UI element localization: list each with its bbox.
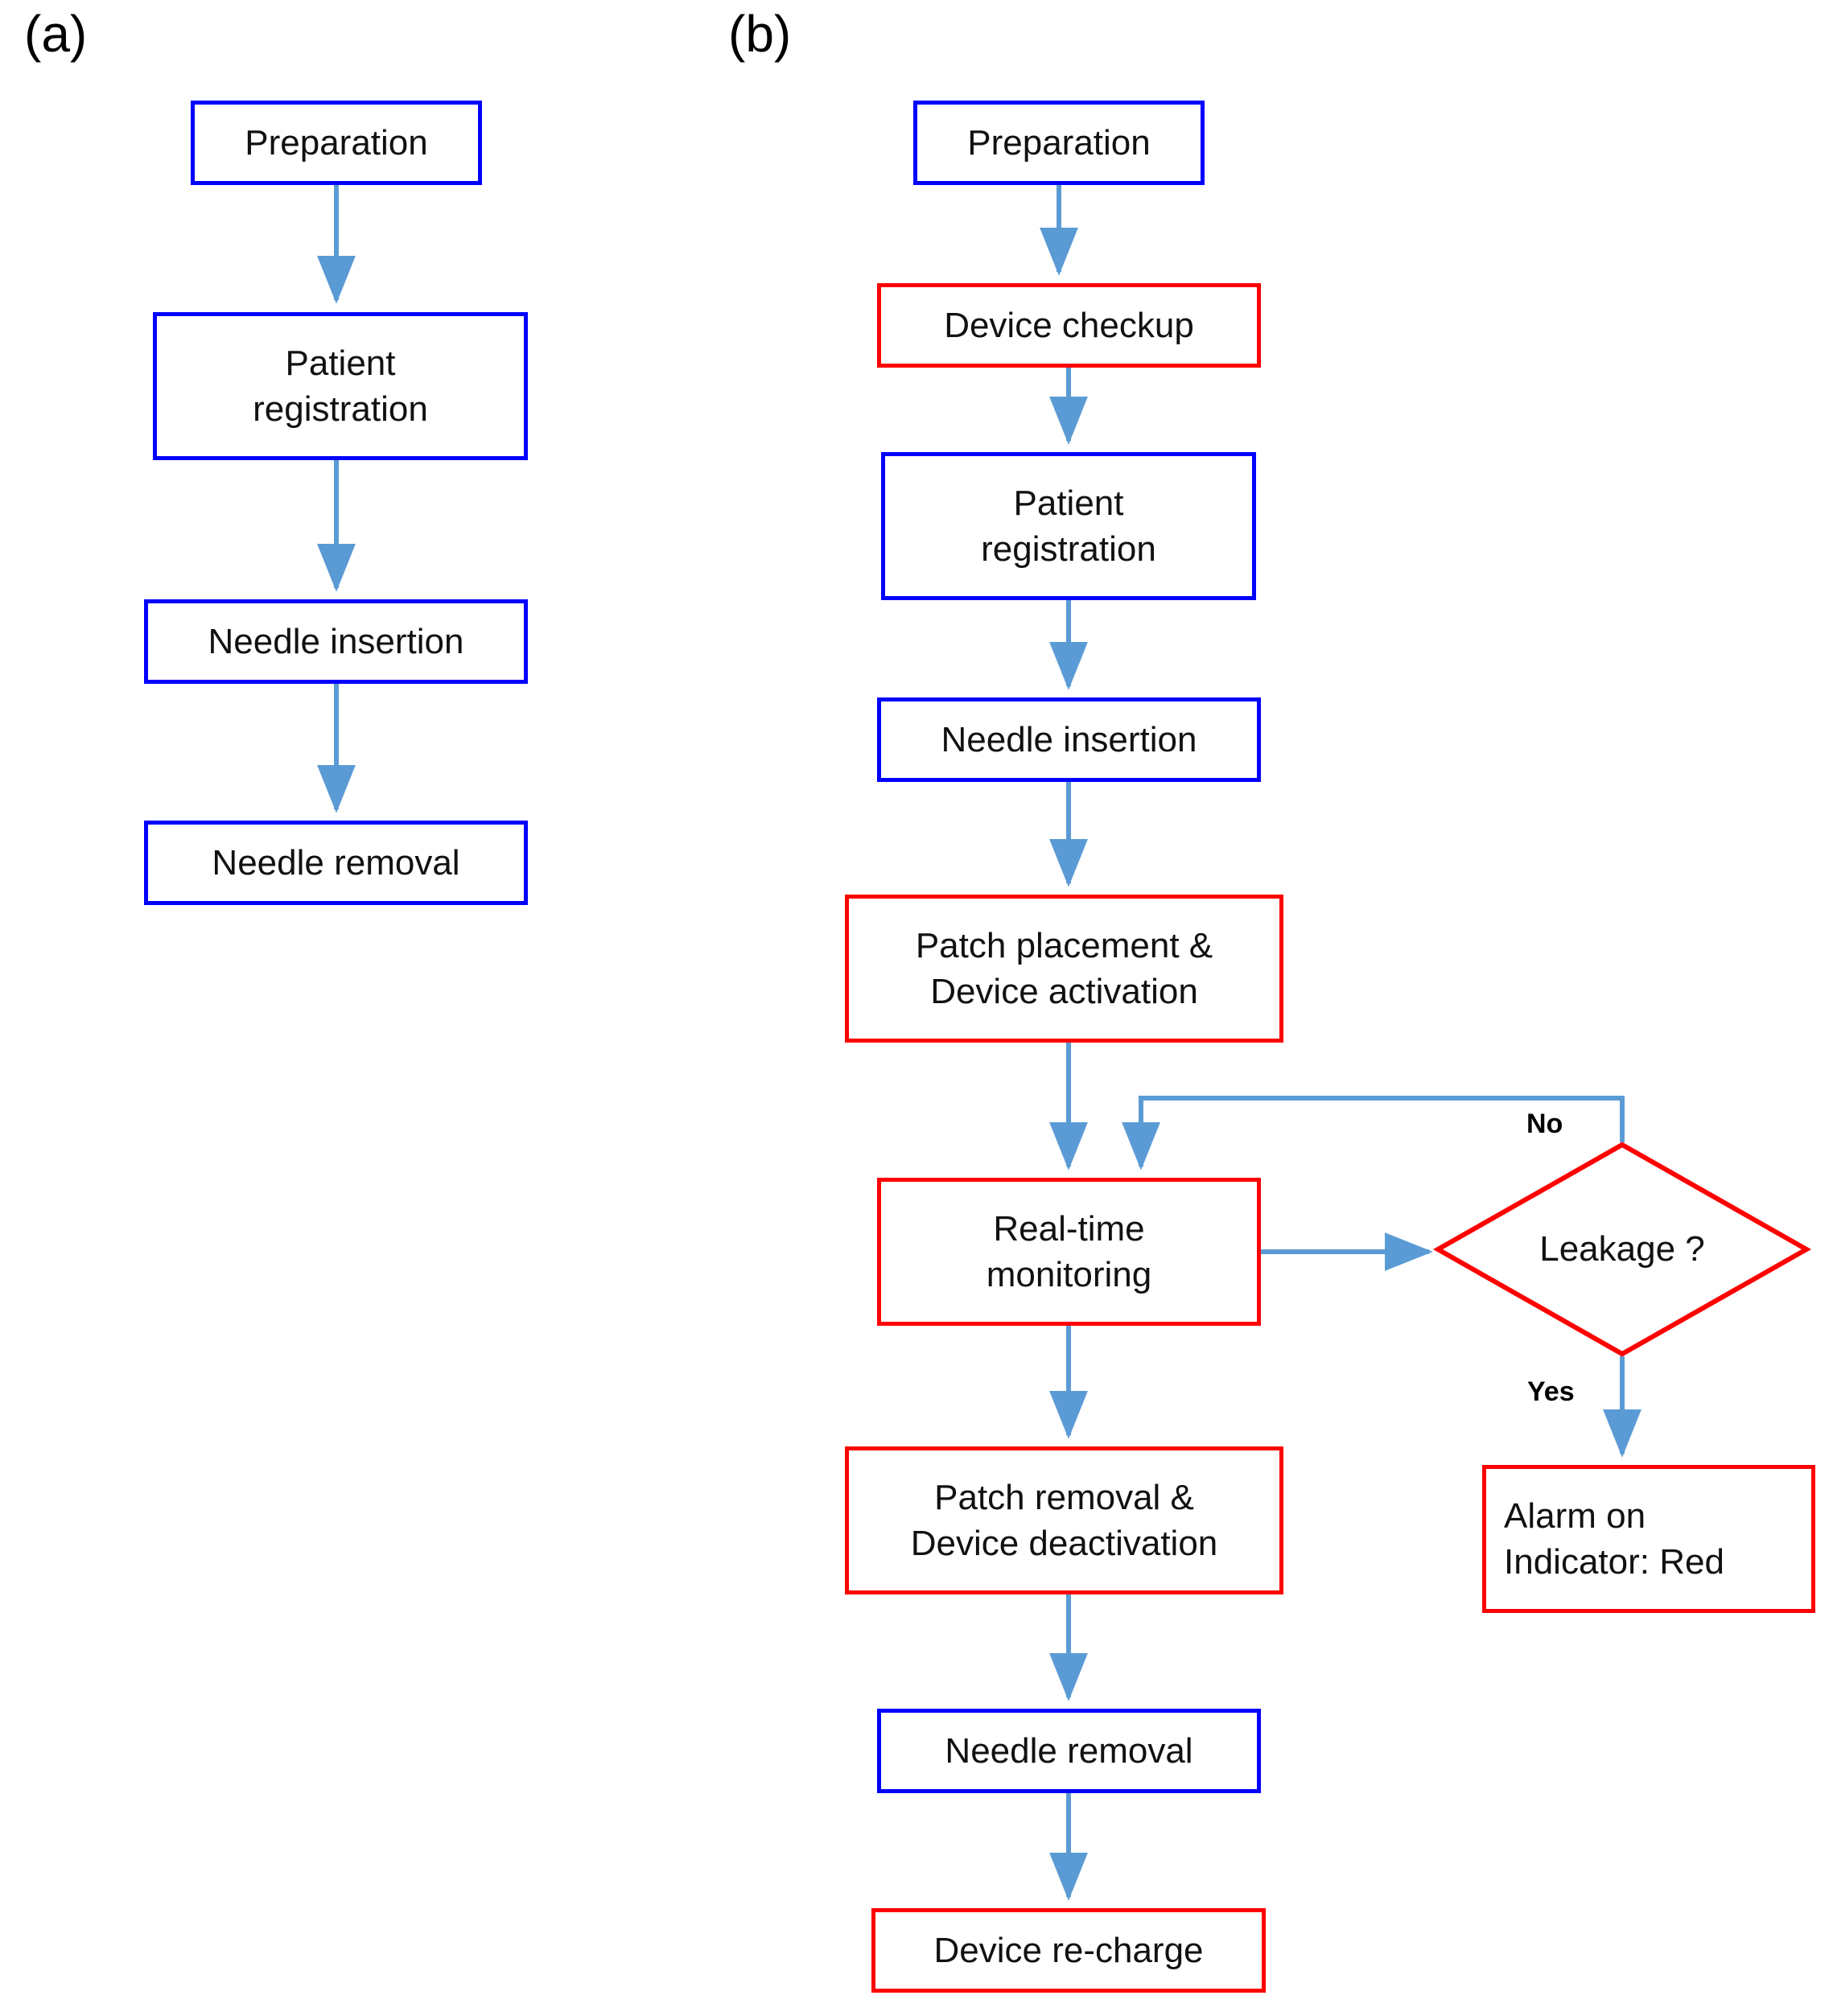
panel-a-label: (a) — [24, 5, 88, 63]
diamond-shape — [1432, 1142, 1812, 1357]
node-a-needle-removal[interactable]: Needle removal — [144, 821, 528, 905]
node-label: Device re-charge — [933, 1930, 1204, 1970]
node-a-preparation[interactable]: Preparation — [191, 101, 482, 185]
panel-b-label: (b) — [728, 5, 792, 63]
node-label: Needle insertion — [941, 719, 1197, 759]
decision-leakage[interactable]: Leakage ? — [1432, 1142, 1812, 1357]
node-label: Preparation — [245, 122, 428, 163]
node-label: Needle insertion — [208, 621, 464, 661]
node-b-device-recharge[interactable]: Device re-charge — [871, 1908, 1266, 1993]
node-b-needle-removal[interactable]: Needle removal — [877, 1709, 1261, 1793]
node-label: Needle removal — [212, 842, 460, 883]
node-b-patch-placement-device-activation[interactable]: Patch placement &Device activation — [845, 895, 1283, 1043]
node-label: Device checkup — [944, 305, 1194, 345]
edge-label-yes: Yes — [1527, 1376, 1575, 1407]
node-label: Needle removal — [945, 1730, 1193, 1771]
node-label: Patch placement &Device activation — [915, 925, 1213, 1011]
node-b-needle-insertion[interactable]: Needle insertion — [877, 697, 1261, 782]
edge-label-no: No — [1526, 1109, 1563, 1139]
node-b-device-checkup[interactable]: Device checkup — [877, 283, 1261, 368]
node-label: Preparation — [967, 122, 1151, 163]
node-b-patch-removal-device-deactivation[interactable]: Patch removal &Device deactivation — [845, 1446, 1283, 1594]
node-label: Patch removal &Device deactivation — [910, 1477, 1218, 1563]
node-b-preparation[interactable]: Preparation — [913, 101, 1205, 185]
node-a-needle-insertion[interactable]: Needle insertion — [144, 599, 528, 684]
